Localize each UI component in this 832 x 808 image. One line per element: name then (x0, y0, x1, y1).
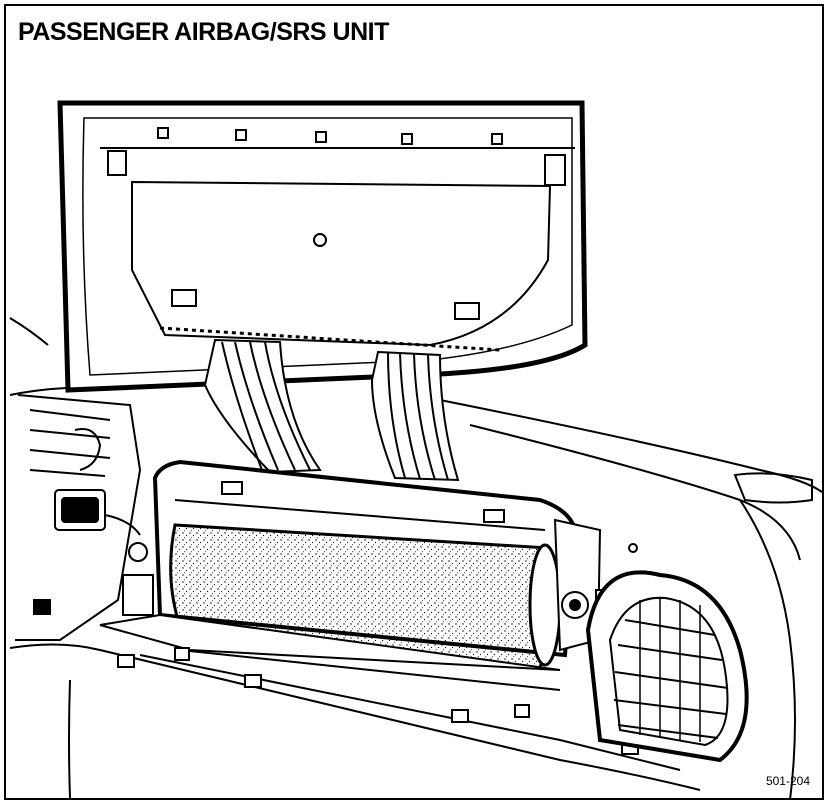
cover-tether-straps (203, 338, 460, 482)
diagram-title: PASSENGER AIRBAG/SRS UNIT (18, 18, 389, 46)
airbag-cylinder (99, 523, 562, 691)
left-dash-vent (15, 394, 142, 641)
figure-number: 501-204 (765, 774, 810, 788)
dashboard-outline (9, 317, 823, 801)
right-air-vent (585, 543, 749, 763)
airbag-cover (57, 100, 588, 393)
